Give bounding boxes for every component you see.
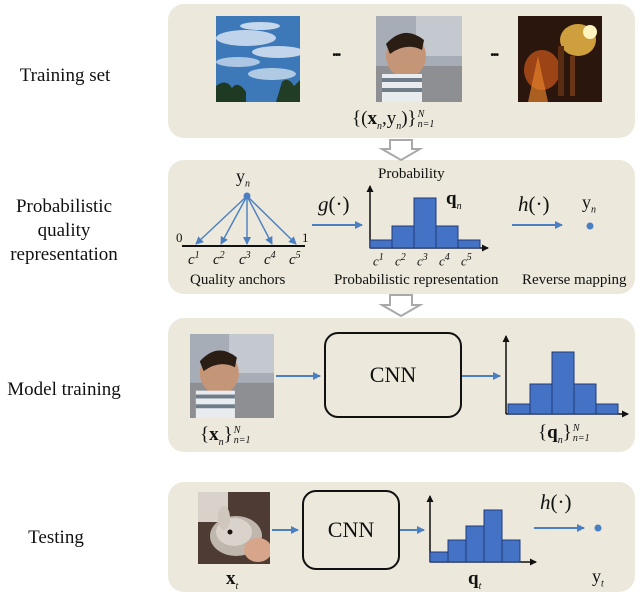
axis-zero: 0 bbox=[176, 230, 183, 245]
g-function: g(·) bbox=[318, 192, 350, 216]
rabbit-photo bbox=[198, 492, 270, 564]
h-function: h(·) bbox=[518, 192, 550, 216]
axis-one: 1 bbox=[302, 230, 309, 245]
fire-photo bbox=[518, 16, 602, 102]
boy-photo-training bbox=[190, 334, 274, 418]
histogram-training bbox=[502, 335, 629, 418]
training-set-label: Training set bbox=[19, 65, 111, 86]
quality-anchors-label: Quality anchors bbox=[190, 272, 286, 288]
h-function-testing: h(·) bbox=[540, 490, 572, 514]
xt-label: xt bbox=[226, 568, 239, 592]
ellipsis-2: ... bbox=[490, 40, 499, 60]
gray-down-arrow-icon bbox=[378, 139, 424, 318]
qn-label: qn bbox=[446, 188, 462, 212]
cnn-box-training: CNN bbox=[324, 332, 462, 418]
sky-photo bbox=[216, 16, 300, 102]
yn-dot bbox=[586, 222, 594, 230]
yt-label: yt bbox=[592, 566, 604, 590]
yn-top: yn bbox=[236, 166, 250, 190]
ellipsis-1: ... bbox=[332, 40, 341, 60]
yn-output: yn bbox=[582, 192, 596, 216]
representation-label: Probabilistic quality representation bbox=[10, 196, 118, 265]
reverse-mapping-label: Reverse mapping bbox=[522, 272, 627, 288]
probability-label: Probability bbox=[378, 166, 445, 182]
testing-label: Testing bbox=[28, 527, 84, 548]
boy-photo bbox=[376, 16, 462, 102]
qt-label: qt bbox=[468, 568, 482, 592]
quality-anchor-fan bbox=[182, 192, 305, 247]
histogram-qt bbox=[426, 495, 537, 566]
model-training-label: Model training bbox=[7, 379, 121, 400]
yt-dot bbox=[594, 524, 602, 532]
cnn-box-testing: CNN bbox=[302, 490, 400, 570]
probabilistic-representation-label: Probabilistic representation bbox=[334, 272, 499, 288]
histogram-qn bbox=[366, 185, 489, 252]
